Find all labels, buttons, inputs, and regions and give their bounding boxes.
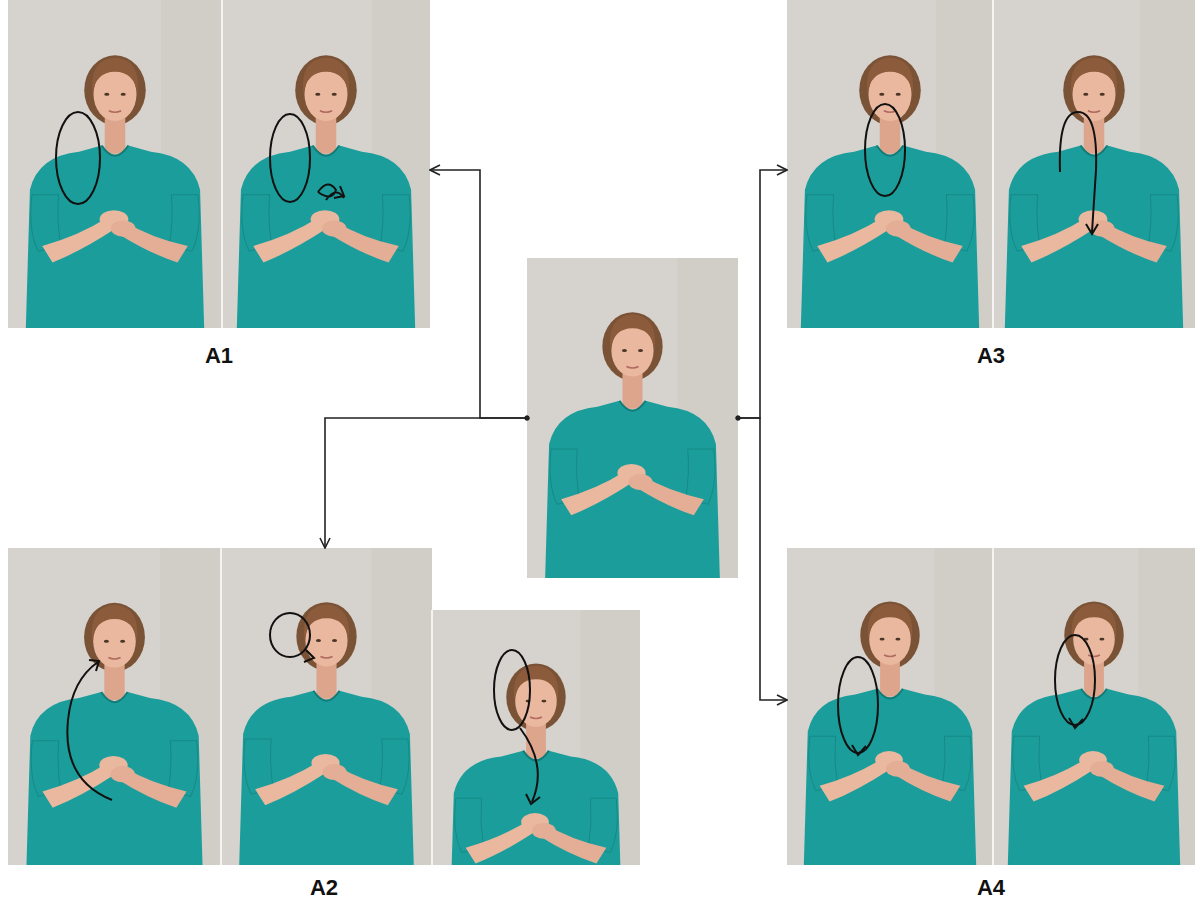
branch-arrow — [430, 170, 527, 418]
photo-panel: A3 — [787, 0, 1195, 368]
photo-frame — [221, 548, 432, 870]
motion-loop — [1055, 635, 1095, 725]
motion-coil — [318, 184, 344, 200]
branch-arrow — [738, 170, 787, 418]
motion-arrowhead — [334, 186, 344, 198]
photo-frame — [7, 0, 222, 328]
panel-label: A4 — [973, 876, 1009, 900]
motion-loop — [56, 112, 100, 204]
panel-label: A2 — [306, 876, 342, 900]
frame-divider — [992, 548, 994, 865]
photo-frame — [990, 548, 1198, 865]
motion-arrowhead — [852, 745, 866, 755]
branch-arrow — [738, 418, 787, 700]
motion-arrowhead — [89, 660, 99, 671]
motion-loop — [494, 650, 530, 730]
photo-panel — [527, 258, 738, 578]
motion-arrowhead — [304, 650, 314, 662]
photo-panel: A4 — [787, 548, 1195, 900]
photo-panel: A1 — [8, 0, 430, 368]
motion-loop — [270, 114, 310, 202]
motion-path — [67, 662, 112, 800]
motion-arrowhead — [1069, 718, 1083, 728]
motion-loop — [865, 104, 905, 196]
motion-loop — [270, 613, 310, 657]
photo-frame — [782, 0, 997, 328]
junction-dot — [525, 416, 530, 421]
frame-divider — [220, 548, 222, 865]
photo-frame — [8, 548, 221, 873]
photo-frame — [986, 0, 1200, 328]
motion-arrowhead — [1086, 224, 1098, 234]
photo-frame — [218, 0, 433, 328]
motion-arrowhead — [526, 794, 540, 804]
motion-path — [1060, 112, 1096, 232]
frame-divider — [992, 0, 994, 328]
photo-frame — [527, 258, 738, 580]
branch-arrow — [325, 418, 527, 548]
frame-divider — [221, 0, 223, 328]
junction-dot — [736, 416, 741, 421]
panel-label: A1 — [201, 344, 237, 368]
photo-frame — [432, 610, 640, 904]
panel-label: A3 — [973, 344, 1009, 368]
photo-panel: A2 — [8, 548, 640, 900]
junction-dot — [525, 416, 530, 421]
photo-frame — [786, 548, 994, 865]
motion-loop — [838, 657, 878, 753]
junction-dot — [736, 416, 741, 421]
motion-path — [520, 728, 538, 802]
frame-divider — [431, 610, 433, 865]
